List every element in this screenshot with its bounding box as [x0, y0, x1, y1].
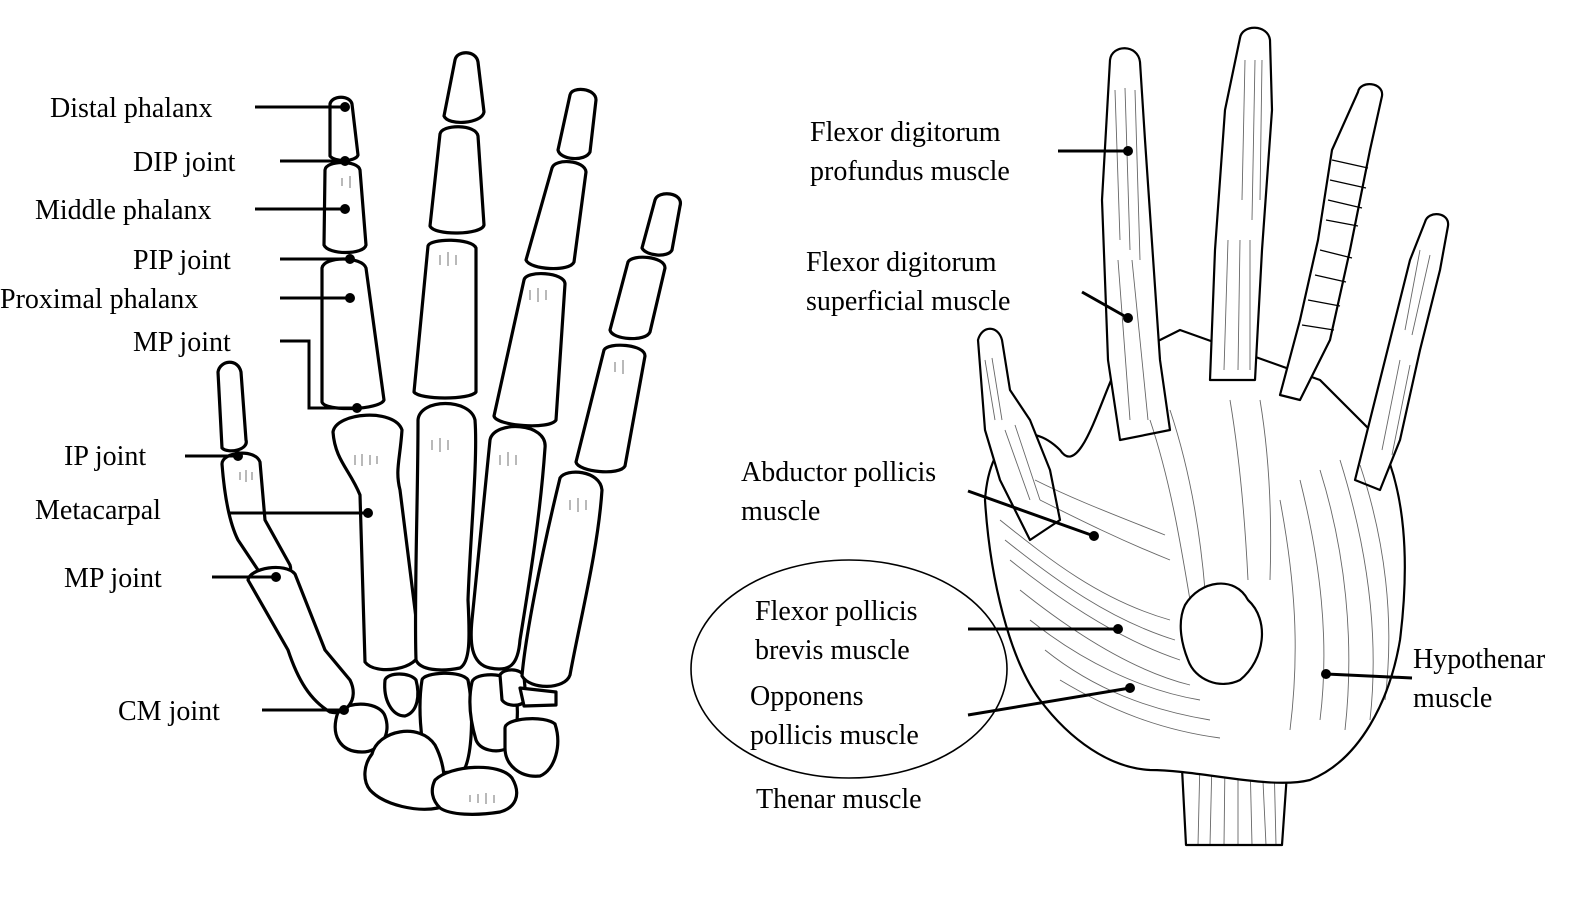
- middle-finger-bones: [412, 51, 486, 672]
- thenar-ellipse: [690, 559, 1008, 779]
- label-middle-phalanx: Middle phalanx: [35, 195, 212, 226]
- label-metacarpal: Metacarpal: [35, 495, 161, 526]
- thumb-bones: [216, 360, 355, 715]
- palmar-aponeurosis: [1179, 582, 1264, 685]
- label-opponens-line2: pollicis muscle: [750, 720, 919, 751]
- label-fpb-line1: Flexor pollicis: [755, 596, 918, 627]
- label-mp-joint-thumb: MP joint: [64, 563, 162, 594]
- label-hypothenar-line2: muscle: [1413, 683, 1493, 714]
- label-abductor-line2: muscle: [741, 496, 821, 527]
- label-fds-line2: superficial muscle: [806, 286, 1011, 317]
- label-fdp-line1: Flexor digitorum: [810, 117, 1001, 148]
- little-finger-bones: [520, 192, 682, 688]
- muscle-fibers: [999, 399, 1390, 739]
- carpal-bones: [333, 668, 560, 816]
- label-fpb-line2: brevis muscle: [755, 635, 910, 666]
- left-leader-lines: [185, 102, 373, 715]
- muscular-hand: [690, 26, 1450, 847]
- ring-finger-bones: [469, 87, 598, 671]
- label-opponens-line1: Opponens: [750, 681, 864, 712]
- label-fds-line1: Flexor digitorum: [806, 247, 997, 278]
- label-thenar-muscle: Thenar muscle: [756, 784, 922, 815]
- index-finger-bones: [320, 95, 422, 672]
- label-pip-joint: PIP joint: [133, 245, 231, 276]
- label-proximal-phalanx: Proximal phalanx: [0, 284, 199, 315]
- label-hypothenar-line1: Hypothenar: [1413, 644, 1546, 675]
- label-ip-joint: IP joint: [64, 441, 147, 472]
- label-distal-phalanx: Distal phalanx: [50, 93, 213, 124]
- label-mp-joint-finger: MP joint: [133, 327, 231, 358]
- label-abductor-line1: Abductor pollicis: [741, 457, 937, 488]
- label-fdp-line2: profundus muscle: [810, 156, 1010, 187]
- right-leader-lines: [967, 146, 1413, 717]
- skeletal-hand: [185, 51, 682, 816]
- palm-outline: [983, 328, 1406, 784]
- label-cm-joint: CM joint: [118, 696, 220, 727]
- muscle-fingers: [976, 26, 1450, 542]
- label-dip-joint: DIP joint: [133, 147, 236, 178]
